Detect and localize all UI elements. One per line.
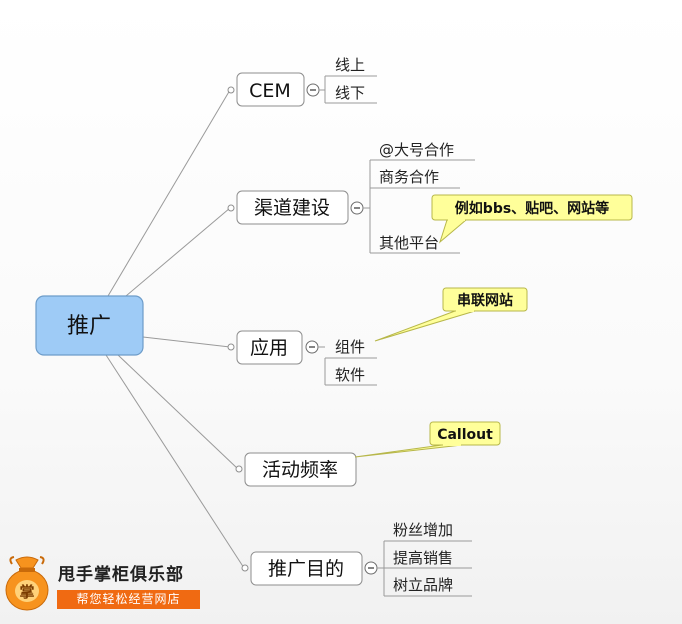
- callout-label: 串联网站: [457, 292, 513, 309]
- leaf-channel-bigaccount[interactable]: @大号合作: [370, 141, 475, 161]
- edge-root-activity: [117, 354, 239, 470]
- callout-pointer: [354, 444, 463, 458]
- connector-dot: [235, 465, 243, 473]
- branch-activity[interactable]: 活动频率: [244, 452, 357, 487]
- edge-root-cem: [107, 89, 231, 297]
- branch-channel-label: 渠道建设: [254, 197, 330, 219]
- leaf-goal-brand[interactable]: 树立品牌: [384, 576, 472, 597]
- branch-app-label: 应用: [250, 337, 288, 359]
- root-node[interactable]: 推广: [35, 295, 144, 356]
- bracket-cem: [319, 76, 326, 103]
- leaf-label: 软件: [335, 366, 365, 384]
- branch-cem[interactable]: CEM: [236, 72, 305, 107]
- callout-link-sites[interactable]: 串联网站: [374, 287, 528, 342]
- leaf-app-widget[interactable]: 组件: [325, 338, 377, 359]
- leaf-label: 组件: [335, 338, 365, 356]
- bracket-goal: [377, 541, 385, 596]
- logo-badge-text: 掌: [19, 583, 34, 601]
- leaf-channel-other[interactable]: 其他平台: [370, 234, 460, 254]
- leaf-label: 线上: [335, 56, 365, 74]
- leaf-label: @大号合作: [379, 141, 454, 159]
- leaf-app-software[interactable]: 软件: [325, 366, 377, 386]
- branch-goal-label: 推广目的: [268, 558, 344, 580]
- callout-generic[interactable]: Callout: [354, 421, 501, 458]
- leaf-label: 粉丝增加: [393, 521, 453, 539]
- callout-box: [442, 287, 528, 312]
- leaf-label: 商务合作: [379, 168, 439, 186]
- callout-pointer: [438, 219, 468, 244]
- branch-goal-box: [250, 551, 363, 586]
- money-bag-icon: 掌: [5, 556, 49, 611]
- root-node-label: 推广: [67, 314, 111, 339]
- leaf-label: 树立品牌: [393, 576, 453, 594]
- leaf-cem-online[interactable]: 线上: [325, 56, 377, 77]
- callout-box: [431, 194, 633, 221]
- callout-label: Callout: [437, 427, 493, 443]
- branch-app[interactable]: 应用: [236, 330, 303, 365]
- logo-title: 甩手掌柜俱乐部: [58, 565, 184, 585]
- collapse-toggle-cem[interactable]: [306, 83, 320, 97]
- edge-root-goal: [105, 354, 245, 569]
- leaf-label: 其他平台: [379, 234, 439, 252]
- edge-root-channel: [125, 207, 231, 297]
- branch-goal[interactable]: 推广目的: [250, 551, 363, 586]
- connector-dot: [227, 86, 235, 94]
- branch-cem-box: [236, 72, 305, 107]
- root-node-box: [35, 295, 144, 356]
- branch-channel-box: [236, 190, 349, 225]
- club-logo: 掌 甩手掌柜俱乐部 帮您轻松经营网店: [0, 552, 220, 618]
- callout-label: 例如bbs、贴吧、网站等: [455, 200, 609, 217]
- collapse-toggle-channel[interactable]: [350, 201, 364, 215]
- branch-activity-box: [244, 452, 357, 487]
- connector-dot: [241, 564, 249, 572]
- root-edges: [105, 89, 245, 569]
- branch-activity-label: 活动频率: [262, 459, 338, 481]
- leaf-goal-fans[interactable]: 粉丝增加: [384, 521, 472, 542]
- connector-dot: [227, 204, 235, 212]
- branch-cem-label: CEM: [249, 80, 291, 102]
- leaf-label: 线下: [335, 84, 365, 102]
- connector-dot: [227, 343, 235, 351]
- leaf-channel-business[interactable]: 商务合作: [370, 168, 460, 189]
- bracket-channel: [363, 160, 371, 253]
- leaf-cem-offline[interactable]: 线下: [325, 84, 377, 104]
- callout-box: [429, 421, 501, 446]
- branch-app-box: [236, 330, 303, 365]
- leaf-label: 提高销售: [393, 549, 453, 567]
- logo-subtitle: 帮您轻松经营网店: [57, 590, 200, 609]
- collapse-toggle-goal[interactable]: [364, 561, 378, 575]
- edge-root-app: [142, 336, 231, 348]
- bracket-app: [318, 346, 326, 385]
- branch-channel[interactable]: 渠道建设: [236, 190, 349, 225]
- leaf-goal-sales[interactable]: 提高销售: [384, 549, 472, 569]
- connector-dots: [227, 86, 249, 572]
- callout-other-platforms[interactable]: 例如bbs、贴吧、网站等: [431, 194, 633, 244]
- collapse-toggle-app[interactable]: [305, 340, 319, 354]
- callout-pointer: [374, 310, 476, 342]
